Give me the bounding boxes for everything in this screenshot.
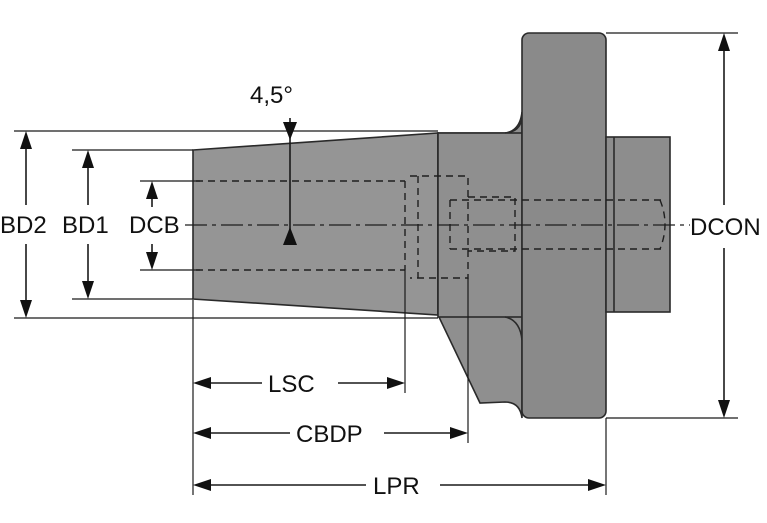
dcon-label: DCON	[690, 214, 761, 241]
through-hole-end-hidden	[659, 199, 666, 250]
bd2-label: BD2	[0, 212, 47, 239]
cbdp-label: CBDP	[296, 421, 363, 448]
dimension-lsc	[193, 377, 405, 389]
angle-leader	[283, 118, 297, 245]
dimension-bd1	[82, 150, 94, 299]
bd1-label: BD1	[62, 212, 109, 239]
dcb-label: DCB	[129, 212, 180, 239]
extension-lines	[14, 32, 738, 495]
dimension-cbdp	[193, 427, 468, 439]
screw-head-hidden	[468, 196, 516, 252]
lpr-label: LPR	[373, 473, 420, 500]
lsc-label: LSC	[268, 371, 315, 398]
angle-label: 4,5°	[250, 82, 293, 109]
dimension-bd2	[20, 131, 32, 318]
dimension-lpr	[193, 479, 606, 491]
tapered-shank	[192, 132, 439, 316]
dimension-dcb	[146, 181, 158, 270]
dimension-dcon	[718, 33, 730, 418]
hidden-features	[185, 175, 690, 279]
counterbore-hidden	[410, 175, 469, 279]
